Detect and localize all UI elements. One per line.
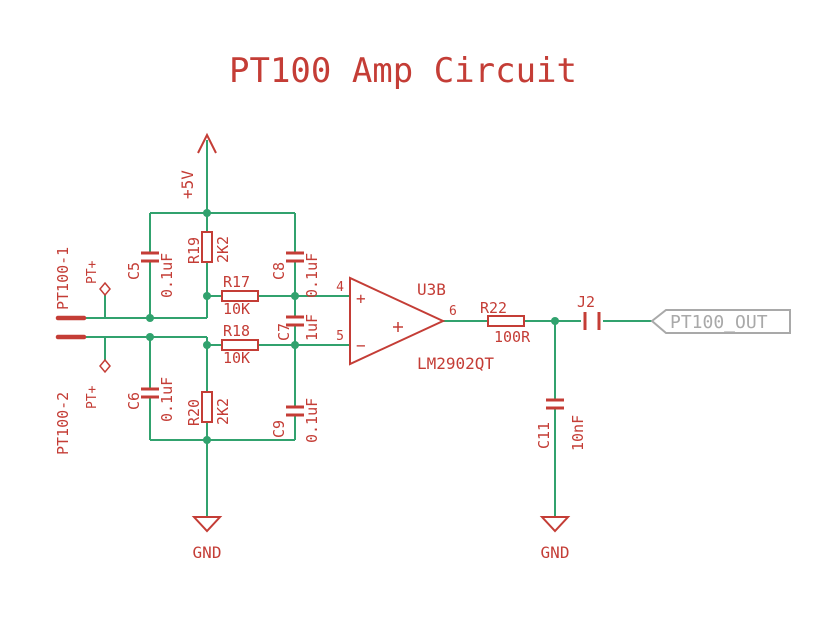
- r20-value-label: 2K2: [214, 398, 232, 425]
- c11-ref-label: C11: [535, 422, 553, 449]
- testpoint-2: PT+: [85, 358, 111, 409]
- testpoint1-label: PT+: [85, 260, 100, 284]
- c6-value-label: 0.1uF: [158, 377, 176, 422]
- net-flag-pt100-out: PT100_OUT: [650, 309, 791, 334]
- capacitor-c11: C11 10nF: [535, 398, 587, 451]
- c7-ref-label: C7: [275, 323, 293, 341]
- opamp-u3b: + − 4 5 6 U3B LM2902QT: [336, 276, 494, 373]
- resistor-r20: R20 2K2: [185, 391, 232, 426]
- testpoint2-label: PT+: [85, 385, 100, 409]
- resistor-r18: R18 10K: [221, 322, 259, 367]
- vcc-arrow-icon: [197, 132, 217, 154]
- testpoint-1: PT+: [85, 260, 111, 297]
- capacitor-c5: C5 0.1uF: [125, 251, 176, 298]
- c11-value-label: 10nF: [569, 415, 587, 451]
- capacitor-c6: C6 0.1uF: [125, 377, 176, 422]
- r22-ref-label: R22: [480, 299, 507, 317]
- c5-ref-label: C5: [125, 262, 143, 280]
- j2-ref-label: J2: [577, 293, 595, 311]
- gnd-right-label: GND: [541, 543, 570, 562]
- c5-value-label: 0.1uF: [158, 253, 176, 298]
- resistor-r17: R17 10K: [221, 273, 259, 318]
- r17-value-label: 10K: [223, 300, 250, 318]
- opamp-pin-noninv: 4: [336, 280, 344, 295]
- c8-value-label: 0.1uF: [303, 253, 321, 298]
- opamp-part-label: LM2902QT: [417, 354, 494, 373]
- c7-value-label: 1uF: [303, 314, 321, 341]
- testpoint-diamond-icon: [99, 358, 111, 374]
- opamp-pin-inv: 5: [336, 329, 344, 344]
- r22-value-label: 100R: [494, 328, 531, 346]
- connector-pt100-2: PT100-2: [54, 334, 87, 455]
- opamp-triangle: [349, 276, 446, 366]
- jumper-j2: J2: [577, 293, 601, 330]
- r17-ref-label: R17: [223, 273, 250, 291]
- c9-value-label: 0.1uF: [303, 398, 321, 443]
- resistor-body: [201, 231, 213, 263]
- gnd-symbol-right: GND: [539, 516, 571, 562]
- r20-ref-label: R20: [185, 399, 203, 426]
- capacitor-c9: C9 0.1uF: [270, 398, 321, 443]
- resistor-body: [221, 339, 259, 351]
- opamp-minus-sign: −: [356, 336, 366, 355]
- resistor-body: [221, 290, 259, 302]
- capacitor-c8: C8 0.1uF: [270, 251, 321, 298]
- opamp-plus-sign: +: [356, 289, 366, 308]
- net-flag-label: PT100_OUT: [670, 312, 768, 333]
- r18-value-label: 10K: [223, 349, 250, 367]
- power-5v: +5V: [178, 132, 217, 199]
- resistor-body: [487, 315, 525, 327]
- gnd-symbol-left: GND: [191, 516, 223, 562]
- gnd-left-label: GND: [193, 543, 222, 562]
- net-wires: [84, 140, 652, 517]
- opamp-ref-label: U3B: [417, 280, 446, 299]
- gnd-triangle-icon: [539, 516, 571, 533]
- net-flag-outline: [650, 309, 791, 334]
- pin2-label: PT100-2: [54, 392, 72, 455]
- r19-ref-label: R19: [185, 237, 203, 264]
- connector-pt100-1: PT100-1: [54, 247, 87, 321]
- resistor-r22: R22 100R: [480, 299, 531, 346]
- vcc-label: +5V: [178, 170, 197, 199]
- junction-dots: [146, 209, 559, 444]
- c9-ref-label: C9: [270, 420, 288, 438]
- r18-ref-label: R18: [223, 322, 250, 340]
- testpoint-diamond-icon: [99, 281, 111, 297]
- resistor-r19: R19 2K2: [185, 231, 232, 264]
- c8-ref-label: C8: [270, 262, 288, 280]
- c6-ref-label: C6: [125, 392, 143, 410]
- opamp-origin-cross-icon: [393, 322, 403, 332]
- opamp-pin-out: 6: [449, 304, 457, 319]
- page-title: PT100 Amp Circuit: [229, 51, 577, 91]
- gnd-triangle-icon: [191, 516, 223, 533]
- capacitor-c7: C7 1uF: [275, 314, 321, 341]
- resistor-body: [201, 391, 213, 423]
- pin1-label: PT100-1: [54, 247, 72, 310]
- r19-value-label: 2K2: [214, 236, 232, 263]
